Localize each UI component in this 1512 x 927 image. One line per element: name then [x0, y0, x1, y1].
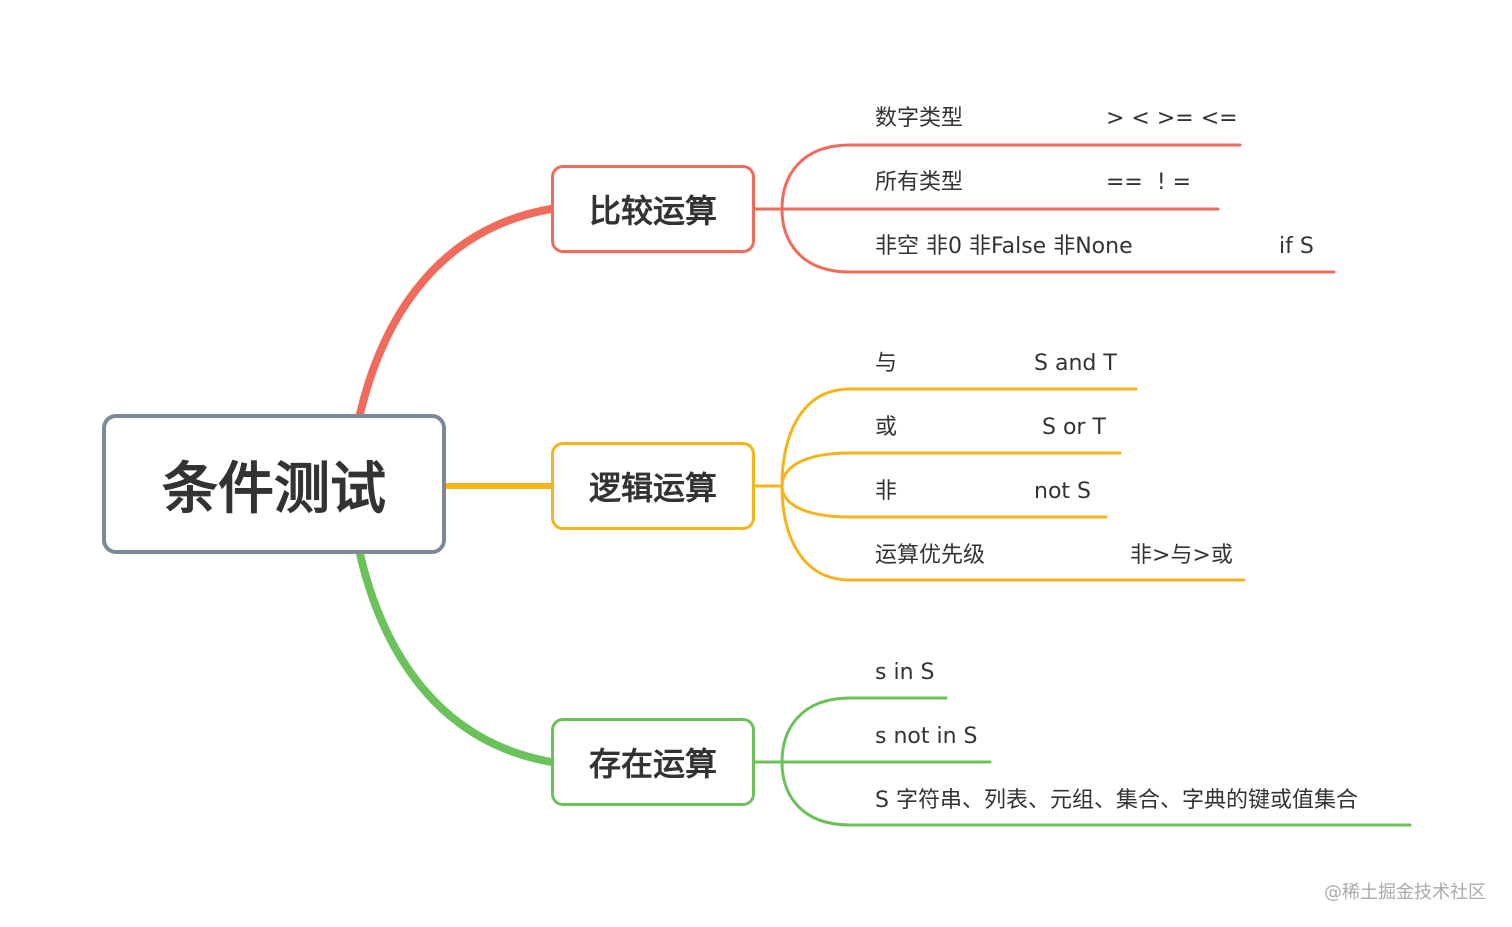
leaf-label-all-types: 所有类型 [875, 170, 964, 195]
root-link-membership [356, 550, 555, 766]
root-node-label: 条件测试 [162, 456, 386, 522]
leaf-label-precedence: 运算优先级 [875, 543, 986, 568]
branch-node-comparison[interactable]: 比较运算 [551, 165, 755, 253]
leaf-label-or: 或 [875, 415, 898, 440]
leaf-link [780, 696, 948, 764]
watermark: @稀土掘金技术社区 [1324, 882, 1486, 903]
branch-node-label: 存在运算 [588, 745, 717, 783]
leaf-value-not: not S [1034, 479, 1091, 504]
leaf-value-or: S or T [1042, 415, 1106, 440]
leaf-label-and: 与 [875, 351, 898, 376]
leaf-link [780, 760, 1412, 827]
leaf-label-collection-types: S 字符串、列表、元组、集合、字典的键或值集合 [875, 788, 1358, 813]
leaf-link [780, 207, 1336, 274]
root-link-comparison [356, 205, 555, 418]
root-node[interactable]: 条件测试 [102, 414, 446, 554]
branch-node-label: 逻辑运算 [588, 469, 717, 507]
branch-node-label: 比较运算 [588, 192, 717, 230]
leaf-link [780, 484, 1246, 582]
leaf-label-in: s in S [875, 660, 935, 685]
leaf-value-numeric-operators: > < >= <= [1106, 106, 1238, 131]
leaf-label-truthy: 非空 非0 非False 非None [875, 234, 1133, 259]
leaf-value-and: S and T [1034, 351, 1117, 376]
leaf-link [780, 387, 1138, 488]
leaf-label-not-in: s not in S [875, 724, 978, 749]
leaf-link [780, 451, 1122, 488]
branch-node-logic[interactable]: 逻辑运算 [551, 442, 755, 530]
branch-node-membership[interactable]: 存在运算 [551, 718, 755, 806]
leaf-value-equality-operators: == ! = [1106, 170, 1192, 195]
leaf-label-numeric-types: 数字类型 [875, 106, 964, 131]
leaf-label-not: 非 [875, 479, 898, 504]
leaf-value-precedence: 非>与>或 [1130, 543, 1233, 568]
leaf-value-if-s: if S [1279, 234, 1314, 259]
leaf-link [780, 143, 1242, 211]
